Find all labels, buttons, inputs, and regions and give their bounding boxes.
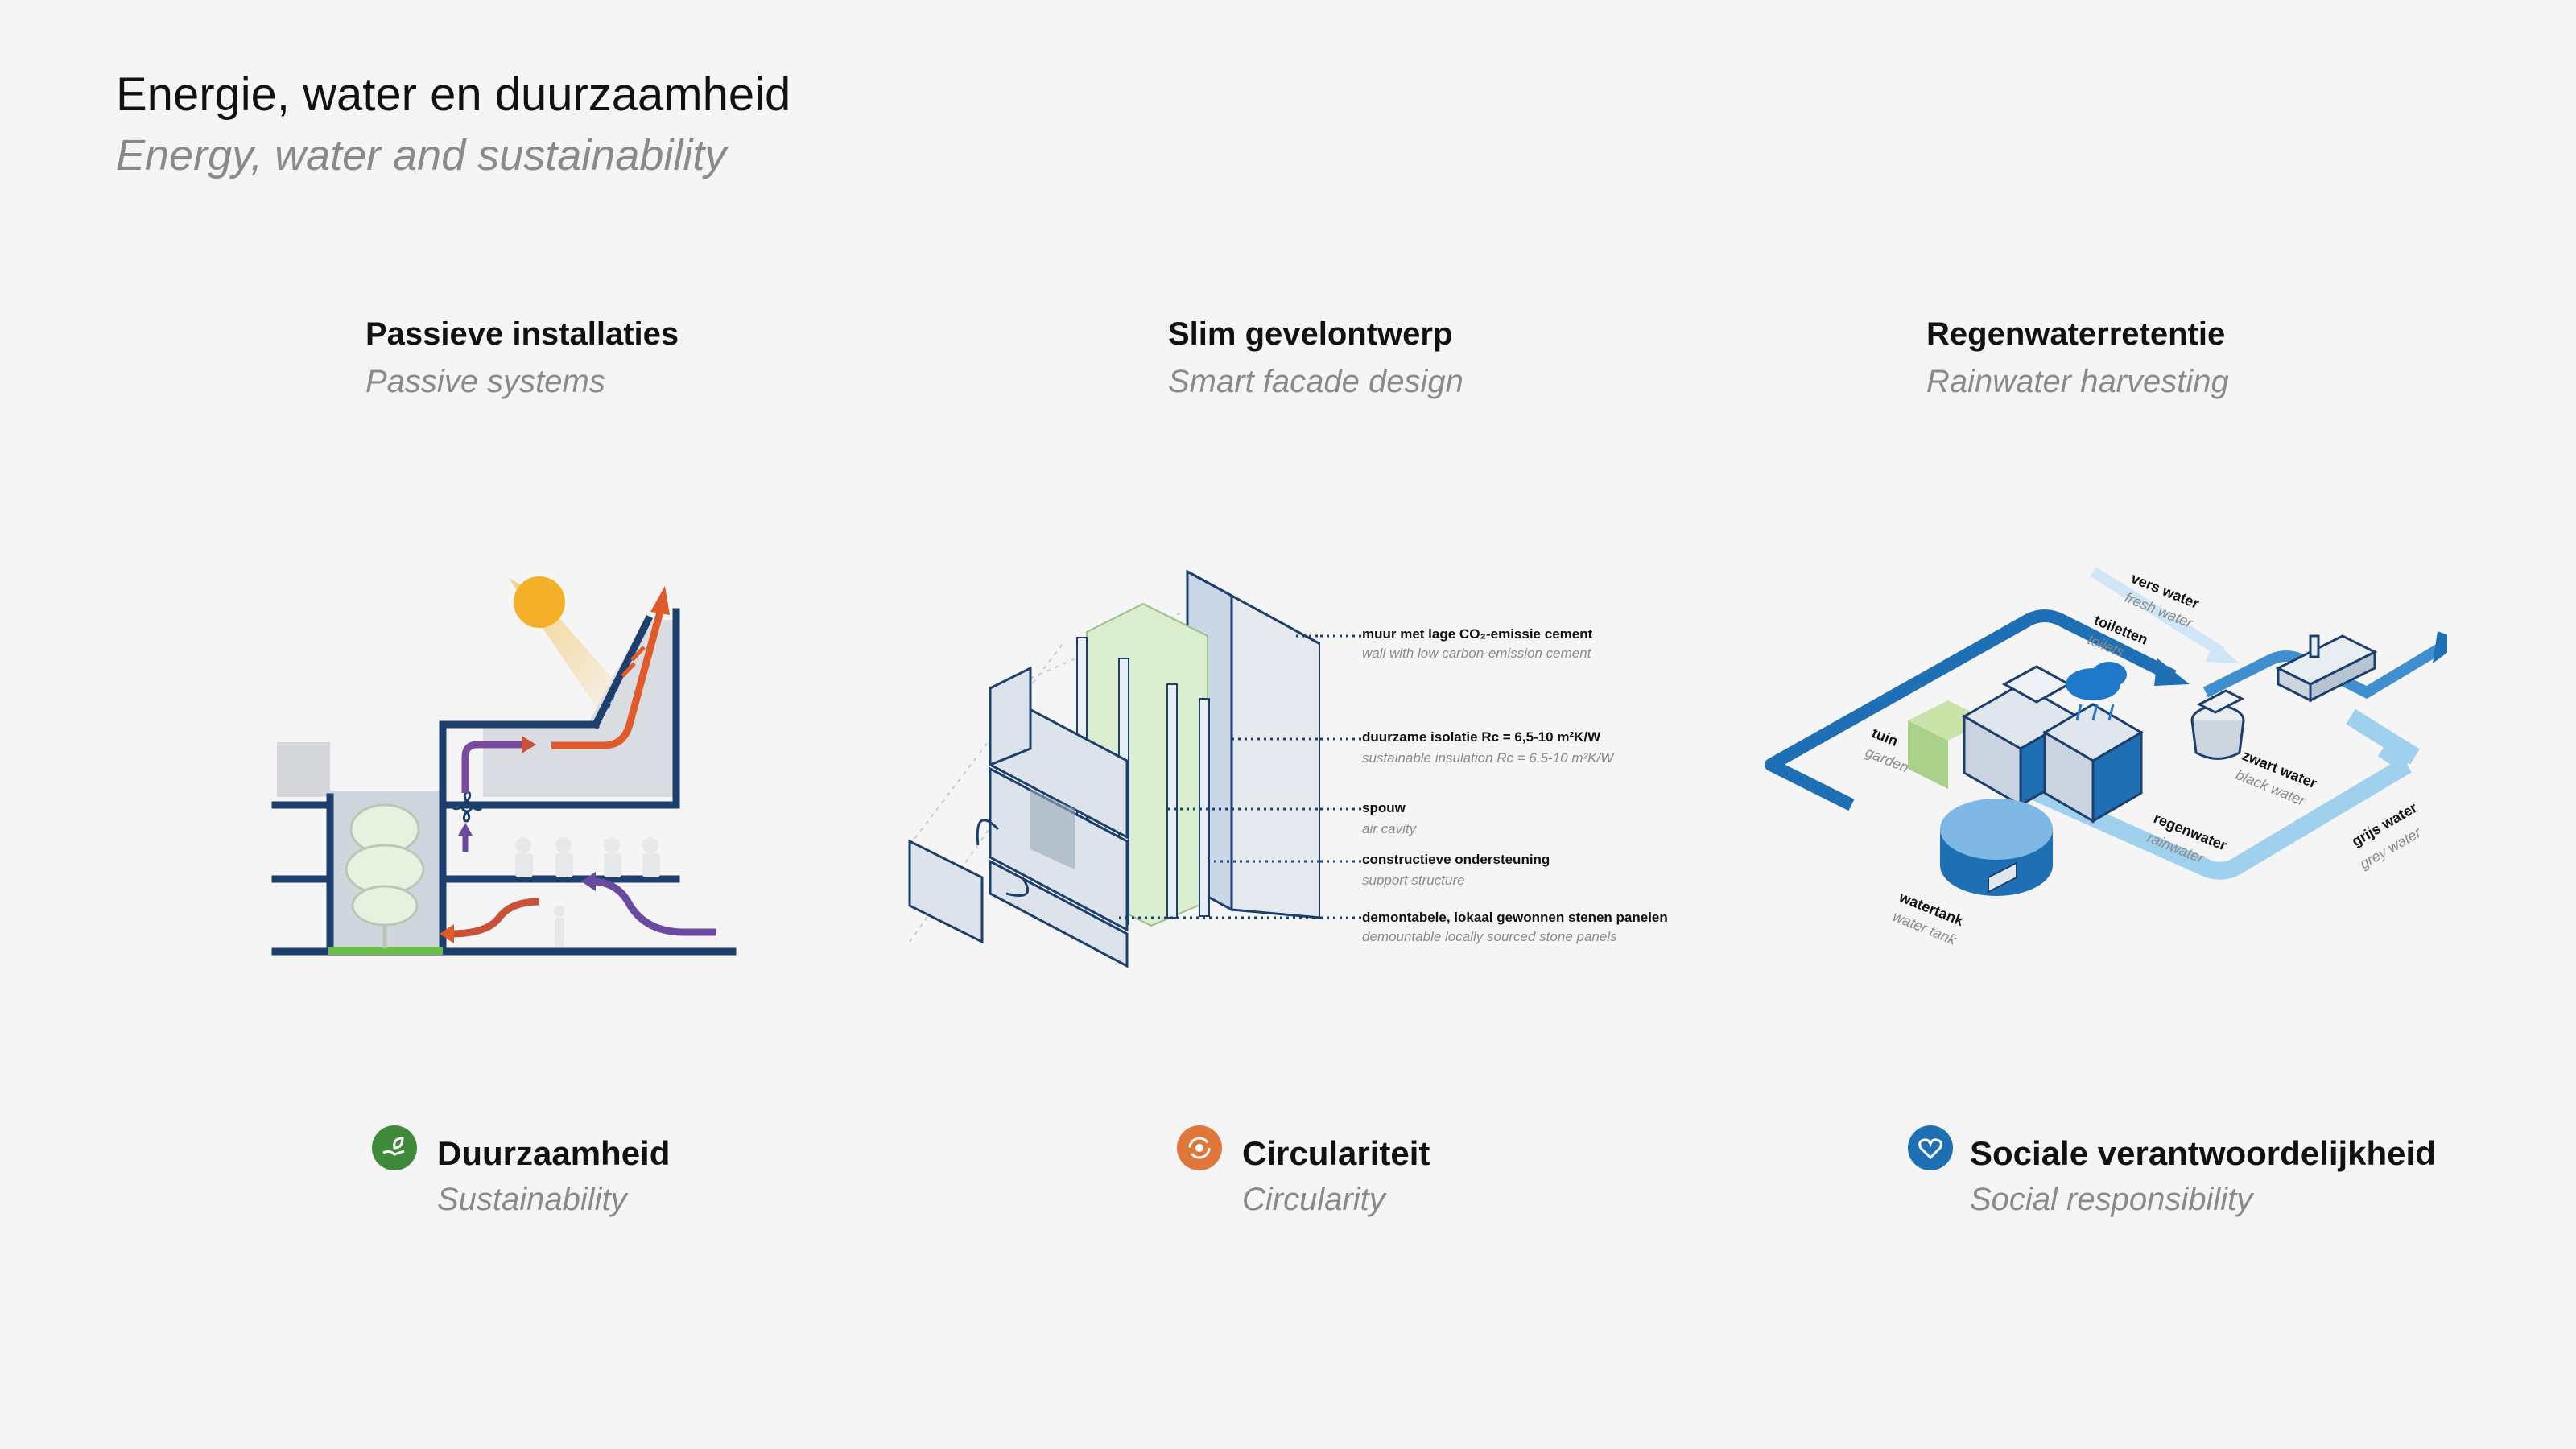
facade-design-title: Slim gevelontwerp	[1168, 316, 1453, 352]
passive-systems-title: Passieve installaties	[365, 316, 679, 352]
facade-label-panels-en: demountable locally sourced stone panels	[1362, 929, 1617, 944]
facade-label-panels: demontabele, lokaal gewonnen stenen pane…	[1362, 910, 1668, 925]
rainwater-subtitle: Rainwater harvesting	[1926, 364, 2229, 399]
value-sustainability-subtitle: Sustainability	[437, 1182, 627, 1217]
heart-hand-icon	[1908, 1125, 1953, 1170]
rainwater-diagram	[1765, 567, 2447, 896]
facade-label-insulation-en: sustainable insulation Rc = 6.5-10 m²K/W	[1362, 750, 1614, 766]
facade-label-cavity-en: air cavity	[1362, 821, 1417, 836]
facade-label-support-en: support structure	[1362, 873, 1465, 888]
facade-label-insulation: duurzame isolatie Rc = 6,5-10 m²K/W	[1362, 729, 1601, 745]
facade-label-support: constructieve ondersteuning	[1362, 852, 1550, 867]
water-tank-icon	[1940, 799, 2053, 896]
value-social-subtitle: Social responsibility	[1970, 1182, 2253, 1217]
passive-systems-subtitle: Passive systems	[365, 364, 605, 399]
cloud-icon	[2066, 662, 2127, 721]
value-sustainability-title: Duurzaamheid	[437, 1134, 671, 1172]
passive-systems-diagram	[271, 576, 737, 956]
toilet-icon	[2190, 689, 2245, 760]
facade-leaders	[1320, 634, 1362, 919]
value-social-title: Sociale verantwoordelijkheid	[1970, 1134, 2436, 1172]
page-subtitle: Energy, water and sustainability	[116, 131, 727, 180]
value-circularity-title: Circulariteit	[1242, 1134, 1430, 1172]
facade-label-cavity: spouw	[1362, 800, 1406, 815]
sink-icon	[2275, 634, 2378, 703]
sun-icon	[514, 576, 565, 628]
page-title: Energie, water en duurzaamheid	[116, 68, 791, 121]
hand-leaf-icon	[372, 1125, 417, 1170]
facade-design-subtitle: Smart facade design	[1168, 364, 1463, 399]
facade-label-wall: muur met lage CO₂-emissie cement	[1362, 626, 1593, 642]
rainwater-title: Regenwaterretentie	[1926, 316, 2226, 352]
circular-arrows-icon	[1177, 1125, 1222, 1170]
facade-label-wall-en: wall with low carbon-emission cement	[1362, 646, 1591, 661]
facade-diagram	[908, 569, 1320, 968]
tree-icon	[345, 803, 425, 948]
value-circularity-subtitle: Circularity	[1242, 1182, 1385, 1217]
